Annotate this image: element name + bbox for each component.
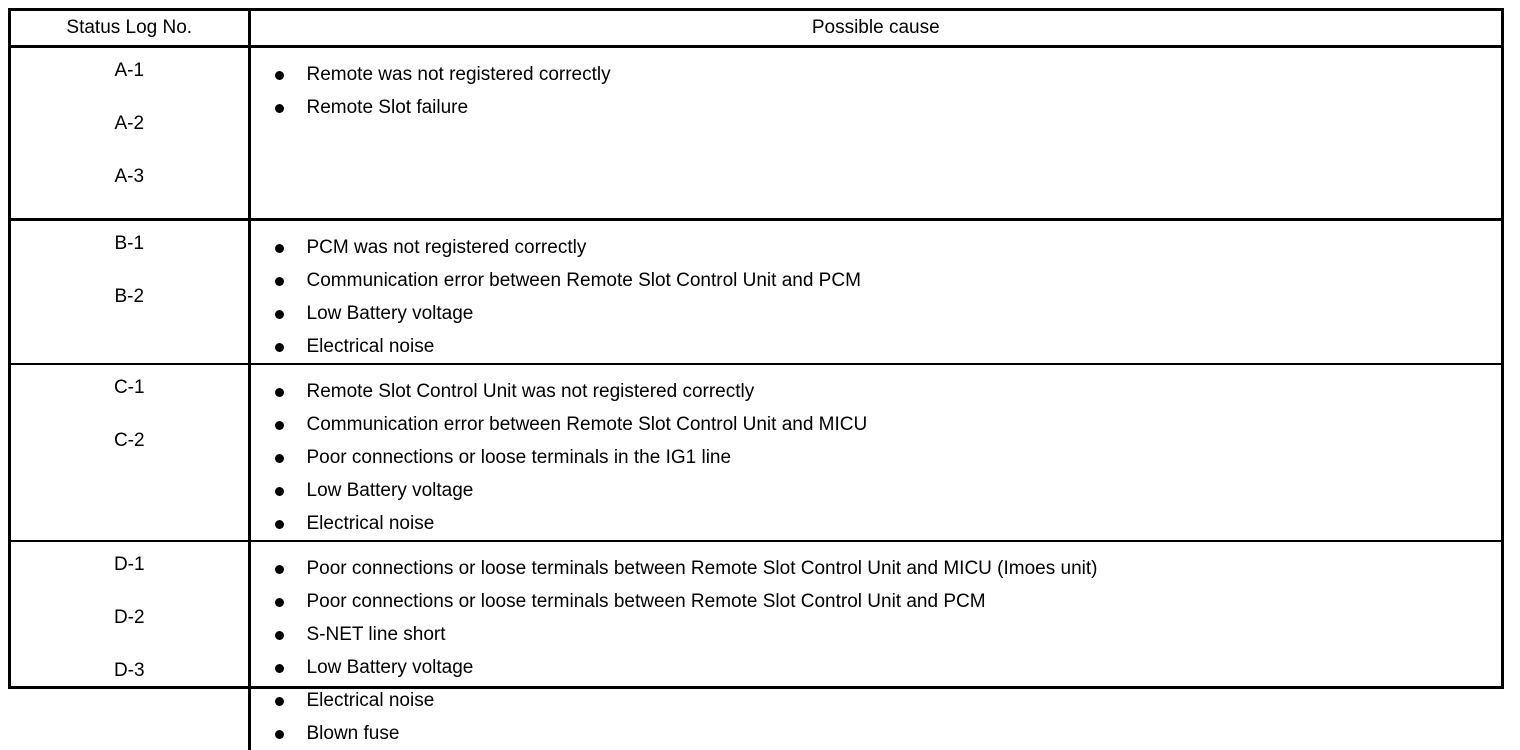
list-item: Low Battery voltage <box>251 651 1502 684</box>
possible-cause-text: S-NET line short <box>307 624 446 645</box>
bullet-icon <box>275 487 284 496</box>
bullet-icon <box>275 310 284 319</box>
status-log-code: D-2 <box>11 606 248 659</box>
status-log-code: C-2 <box>11 429 248 482</box>
possible-cause-list: Remote Slot Control Unit was not registe… <box>251 365 1502 540</box>
header-row: Status Log No. Possible cause <box>11 11 1501 47</box>
bullet-icon <box>275 71 284 80</box>
possible-cause-text: Poor connections or loose terminals betw… <box>307 558 1098 579</box>
possible-cause-text: Poor connections or loose terminals betw… <box>307 591 986 612</box>
bullet-icon <box>275 277 284 286</box>
bullet-icon <box>275 104 284 113</box>
possible-cause-text: Remote Slot Control Unit was not registe… <box>307 381 755 402</box>
status-log-code: D-3 <box>11 659 248 712</box>
status-log-code: A-1 <box>11 59 248 112</box>
bullet-icon <box>275 244 284 253</box>
bullet-icon <box>275 565 284 574</box>
list-item: Communication error between Remote Slot … <box>251 408 1502 441</box>
status-log-code: C-1 <box>11 376 248 429</box>
table-header: Status Log No. Possible cause <box>11 11 1501 47</box>
bullet-icon <box>275 421 284 430</box>
possible-cause-cell: Remote Slot Control Unit was not registe… <box>249 364 1501 541</box>
list-item: Electrical noise <box>251 684 1502 717</box>
list-item: S-NET line short <box>251 618 1502 651</box>
list-item: Poor connections or loose terminals in t… <box>251 441 1502 474</box>
list-item: Remote was not registered correctly <box>251 58 1502 91</box>
bullet-icon <box>275 388 284 397</box>
possible-cause-text: Remote was not registered correctly <box>307 64 611 85</box>
bullet-icon <box>275 631 284 640</box>
list-item: Low Battery voltage <box>251 474 1502 507</box>
list-item: PCM was not registered correctly <box>251 231 1502 264</box>
possible-cause-text: Blown fuse <box>307 723 400 744</box>
possible-cause-text: Electrical noise <box>307 513 435 534</box>
status-log-code: A-2 <box>11 112 248 165</box>
bullet-icon <box>275 664 284 673</box>
possible-cause-text: Electrical noise <box>307 690 435 711</box>
possible-cause-text: Remote Slot failure <box>307 97 469 118</box>
bullet-icon <box>275 697 284 706</box>
status-log-code: B-1 <box>11 232 248 285</box>
status-log-code: D-1 <box>11 553 248 606</box>
possible-cause-list: Poor connections or loose terminals betw… <box>251 542 1502 750</box>
column-header-possible-cause: Possible cause <box>249 11 1501 47</box>
list-item: Communication error between Remote Slot … <box>251 264 1502 297</box>
bullet-icon <box>275 730 284 739</box>
list-item: Poor connections or loose terminals betw… <box>251 585 1502 618</box>
list-item: Poor connections or loose terminals betw… <box>251 552 1502 585</box>
possible-cause-text: Poor connections or loose terminals in t… <box>307 447 732 468</box>
list-item: Blown fuse <box>251 717 1502 750</box>
list-item: Electrical noise <box>251 330 1502 363</box>
possible-cause-text: Low Battery voltage <box>307 303 474 324</box>
bullet-icon <box>275 520 284 529</box>
possible-cause-text: Low Battery voltage <box>307 480 474 501</box>
possible-cause-text: Communication error between Remote Slot … <box>307 270 861 291</box>
possible-cause-cell: Poor connections or loose terminals betw… <box>249 541 1501 750</box>
list-item: Low Battery voltage <box>251 297 1502 330</box>
possible-cause-text: PCM was not registered correctly <box>307 237 587 258</box>
list-item: Remote Slot failure <box>251 91 1502 124</box>
possible-cause-text: Electrical noise <box>307 336 435 357</box>
status-log-code: B-2 <box>11 285 248 338</box>
status-log-code: A-3 <box>11 165 248 218</box>
possible-cause-text: Low Battery voltage <box>307 657 474 678</box>
bullet-icon <box>275 343 284 352</box>
possible-cause-text: Communication error between Remote Slot … <box>307 414 868 435</box>
column-header-status-log-no: Status Log No. <box>11 11 249 47</box>
bullet-icon <box>275 454 284 463</box>
bullet-icon <box>275 598 284 607</box>
list-item: Remote Slot Control Unit was not registe… <box>251 375 1502 408</box>
list-item: Electrical noise <box>251 507 1502 540</box>
